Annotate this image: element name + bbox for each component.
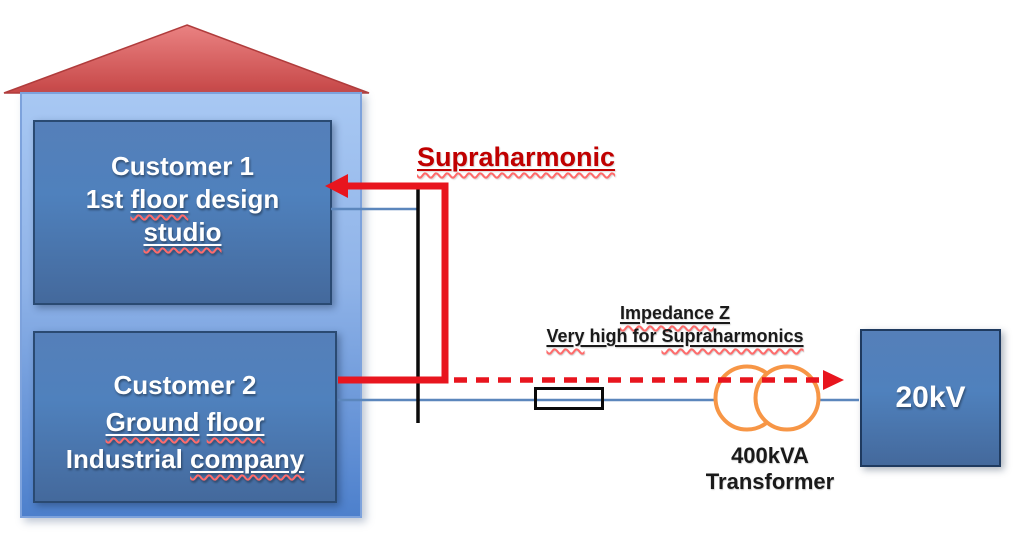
spellcheck-word: Very bbox=[546, 326, 585, 346]
transformer-icon bbox=[713, 364, 821, 432]
arrowhead-right-icon bbox=[823, 370, 844, 390]
transformer-word: Transformer bbox=[705, 469, 835, 494]
underlined-word: floor bbox=[131, 184, 189, 214]
spellcheck-word: Impedance bbox=[619, 303, 715, 323]
customer1-line1: Customer 1 bbox=[35, 150, 330, 183]
customer2-line1: Customer 2 bbox=[35, 367, 335, 404]
spellcheck-word: floor bbox=[206, 407, 265, 437]
customer1-line3: studio bbox=[35, 216, 330, 249]
grid-box: 20kV bbox=[860, 329, 1001, 467]
transformer-coil-left bbox=[713, 364, 781, 432]
spellcheck-word: studio bbox=[143, 217, 222, 247]
grid-voltage-label: 20kV bbox=[895, 381, 966, 414]
underlined-word: studio bbox=[144, 217, 222, 247]
customer2-line2: Ground floor bbox=[35, 404, 335, 441]
underlined-word: Ground bbox=[106, 407, 200, 437]
impedance-note: Impedance Z Very high for Supraharmonics bbox=[525, 302, 825, 348]
roof-shape bbox=[3, 24, 370, 94]
supraharmonic-title-text: Supraharmonic bbox=[417, 142, 616, 172]
supraharmonic-title: Supraharmonic bbox=[417, 142, 615, 173]
customer1-box: Customer 1 1st floor design studio bbox=[33, 120, 332, 305]
underlined-word: company bbox=[190, 444, 304, 474]
text-segment: Z bbox=[714, 303, 731, 323]
spellcheck-word: company bbox=[190, 444, 305, 474]
customer1-line2: 1st floor design bbox=[35, 183, 330, 216]
text-segment: high for bbox=[584, 326, 662, 346]
customer1-name: Customer 1 bbox=[110, 151, 255, 181]
transformer-coil-right bbox=[753, 364, 821, 432]
customer2-box: Customer 2 Ground floor Industrial compa… bbox=[33, 331, 337, 503]
text-segment: design bbox=[188, 184, 280, 214]
customer2-name: Customer 2 bbox=[113, 370, 257, 400]
building: Customer 1 1st floor design studio Custo… bbox=[20, 92, 362, 518]
spellcheck-word: floor bbox=[130, 184, 189, 214]
impedance-symbol bbox=[534, 387, 604, 410]
text-segment: Industrial bbox=[65, 444, 191, 474]
customer2-line3: Industrial company bbox=[35, 441, 335, 478]
impedance-note-line1: Impedance Z bbox=[525, 302, 825, 325]
impedance-note-line2: Very high for Supraharmonics bbox=[525, 325, 825, 348]
text-segment: 1st bbox=[85, 184, 131, 214]
spellcheck-word: Ground bbox=[105, 407, 200, 437]
transformer-rating: 400kVA bbox=[731, 443, 809, 468]
transformer-label: 400kVA Transformer bbox=[690, 443, 850, 495]
spellcheck-word: Supraharmonics bbox=[661, 326, 804, 346]
underlined-word: floor bbox=[207, 407, 265, 437]
text-segment bbox=[199, 407, 206, 437]
